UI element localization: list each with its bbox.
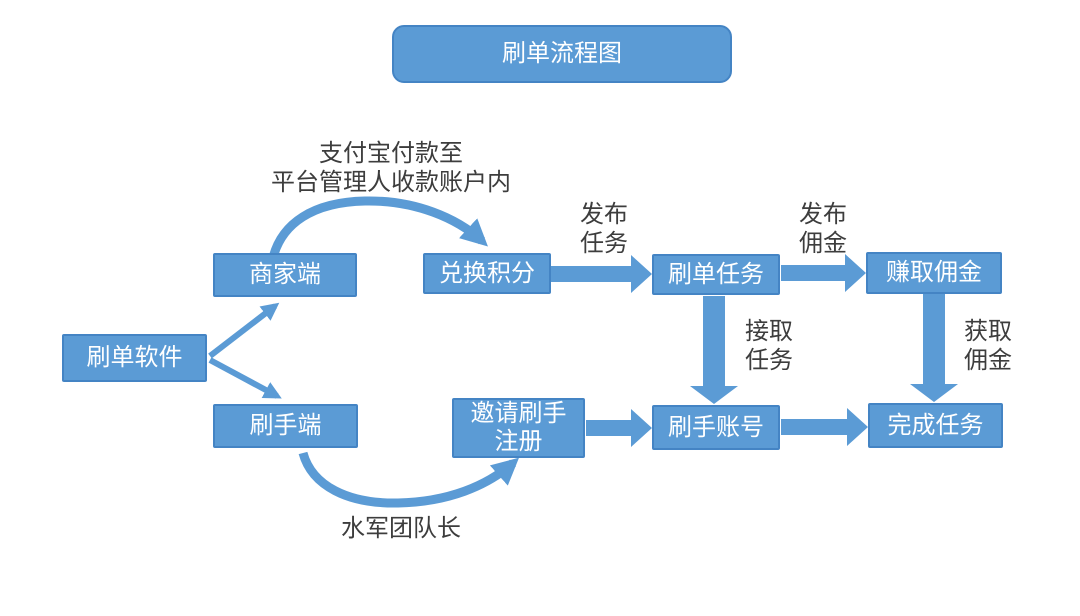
label-team-leader: 水军团队长 [341,515,461,542]
arrow-earn-to-complete [910,294,958,402]
node-complete-label: 完成任务 [887,411,984,439]
arrow-software-to-merchant [208,302,280,359]
arrow-merchant-to-points-curve [267,196,488,264]
node-earn: 赚取佣金 [866,252,1002,294]
block-arrows [551,254,958,447]
diagram-title-box: 刷单流程图 [392,25,732,83]
node-brusher-label: 刷手端 [249,412,322,439]
node-software-label: 刷单软件 [86,344,183,371]
node-account: 刷手账号 [652,405,780,450]
diagram-title: 刷单流程图 [502,40,622,67]
node-invite-label: 邀请刷手 注册 [470,400,567,455]
label-publish-task: 发布 任务 [580,201,628,257]
node-merchant-label: 商家端 [249,261,321,288]
arrow-invite-to-account [586,409,652,447]
node-software: 刷单软件 [62,334,207,382]
node-account-label: 刷手账号 [668,413,764,441]
arrow-task-to-account [690,296,738,404]
node-brusher: 刷手端 [213,404,358,448]
node-earn-label: 赚取佣金 [886,259,982,286]
arrow-points-to-task [551,255,652,293]
arrow-brusher-to-invite-curve [298,451,520,508]
connector-arrows [208,196,520,508]
arrow-account-to-complete [781,408,868,446]
label-publish-commission: 发布 佣金 [799,201,847,257]
arrow-task-to-earn [781,254,866,292]
node-points-label: 兑换积分 [439,259,535,287]
node-invite: 邀请刷手 注册 [452,398,585,458]
label-take-task: 接取 任务 [745,318,793,374]
node-points: 兑换积分 [423,253,551,294]
node-task: 刷单任务 [652,254,780,295]
label-get-commission: 获取 佣金 [964,318,1012,374]
node-task-label: 刷单任务 [668,260,764,288]
label-alipay-payment: 支付宝付款至 平台管理人收款账户内 [271,140,511,196]
arrow-software-to-brusher [208,357,282,399]
node-merchant: 商家端 [213,253,357,297]
node-complete: 完成任务 [868,403,1003,448]
